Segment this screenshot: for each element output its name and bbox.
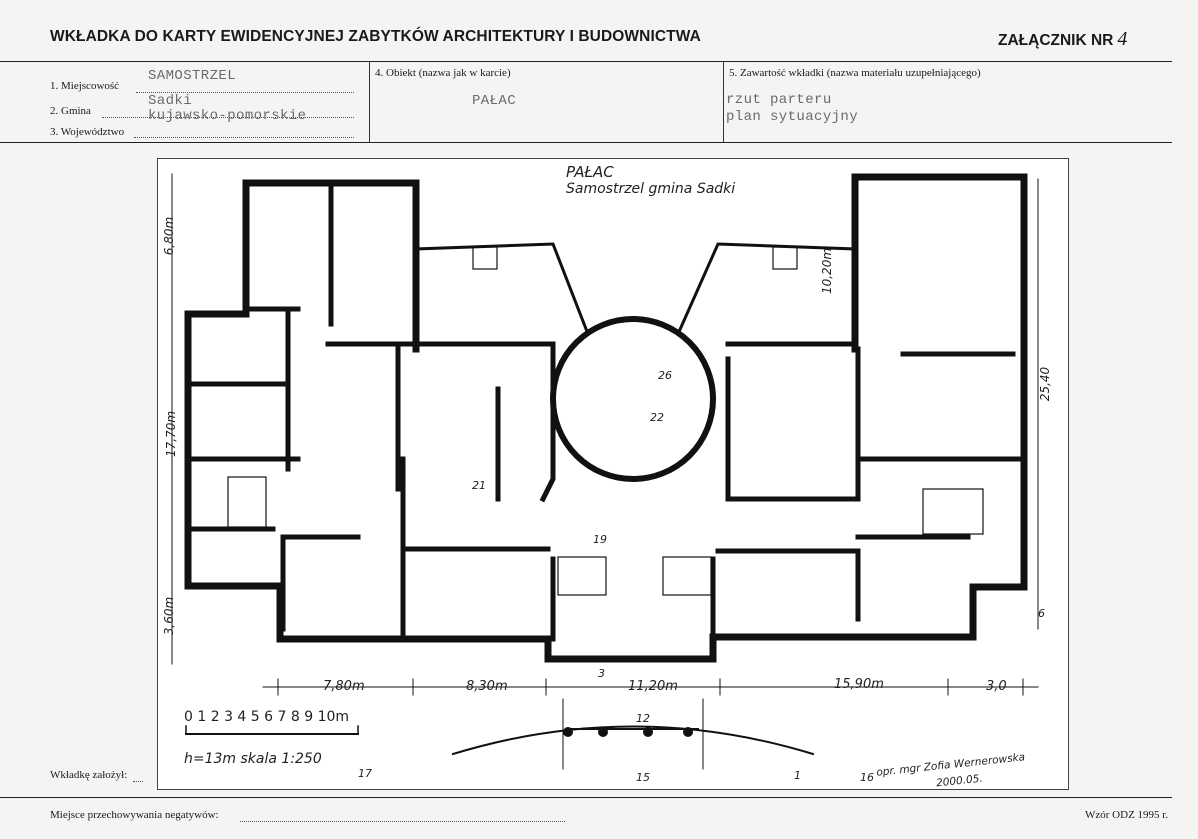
floor-plan-frame: PAŁAC Samostrzel gmina Sadki 6,80m 17,70… [157, 158, 1069, 790]
scale-numbers: 0 1 2 3 4 5 6 7 8 9 10m [184, 709, 350, 725]
document-title: WKŁADKA DO KARTY EWIDENCYJNEJ ZABYTKÓW A… [50, 28, 701, 45]
photo-mark-1: 1 [794, 769, 801, 782]
locality-label: 1. Miejscowość [50, 80, 120, 92]
contents-value-line1: rzut parteru [726, 92, 832, 108]
dim-right-top: 10,20m [820, 247, 835, 295]
dim-left-bottom: 3,60m [162, 596, 177, 636]
photo-mark-26: 26 [658, 369, 672, 382]
made-by-label: Wkładkę założył: [50, 769, 128, 781]
form-divider-2 [723, 62, 724, 142]
made-by-dots [133, 781, 143, 782]
dim-bottom-5: 3,0 [986, 679, 1007, 694]
contents-value-line2: plan sytuacyjny [726, 109, 859, 125]
form-divider-1 [369, 62, 370, 142]
object-label: 4. Obiekt (nazwa jak w karcie) [375, 67, 511, 79]
dim-bottom-3: 11,20m [628, 679, 678, 694]
locality-dots [136, 92, 354, 93]
commune-label: 2. Gmina [50, 105, 91, 117]
commune-value: Sadki [148, 93, 193, 109]
object-value: PAŁAC [472, 93, 517, 109]
photo-mark-22: 22 [650, 411, 664, 424]
dim-left-top: 6,80m [162, 216, 177, 256]
locality-value: SAMOSTRZEL [148, 68, 237, 84]
voivodeship-value: kujawsko-pomorskie [148, 108, 307, 124]
form-model: Wzór ODZ 1995 r. [1085, 809, 1169, 821]
dim-left-mid: 17,70m [164, 410, 179, 458]
photo-mark-16: 16 [860, 771, 874, 784]
annex-label-text: ZAŁĄCZNIK NR [998, 32, 1114, 49]
dim-bottom-2: 8,30m [466, 679, 508, 694]
photo-mark-6: 6 [1038, 607, 1045, 620]
photo-mark-12: 12 [636, 712, 650, 725]
commune-dots [102, 117, 354, 118]
dim-right-mid: 25,40 [1038, 366, 1053, 402]
annex-number: 4 [1117, 28, 1128, 50]
floor-plan-drawing [158, 159, 1068, 789]
contents-label: 5. Zawartość wkładki (nazwa materiału uz… [729, 67, 981, 79]
form-top-rule [0, 61, 1172, 62]
voivodeship-label: 3. Województwo [50, 126, 125, 138]
dim-bottom-4: 15,90m [834, 677, 884, 692]
height-scale: h=13m skala 1:250 [184, 751, 322, 767]
dim-bottom-1: 7,80m [323, 679, 365, 694]
negatives-storage-label: Miejsce przechowywania negatywów: [50, 809, 219, 821]
photo-mark-19: 19 [593, 533, 607, 546]
form-bottom-rule [0, 142, 1172, 143]
photo-mark-3: 3 [598, 667, 605, 680]
photo-mark-15: 15 [636, 771, 650, 784]
photo-mark-21: 21 [472, 479, 486, 492]
photo-mark-17: 17 [358, 767, 372, 780]
plan-subtitle: Samostrzel gmina Sadki [566, 181, 736, 197]
negatives-storage-dots [240, 821, 565, 822]
voivodeship-dots [134, 137, 354, 138]
plan-title: PAŁAC [566, 163, 614, 181]
footer-rule [0, 797, 1172, 798]
